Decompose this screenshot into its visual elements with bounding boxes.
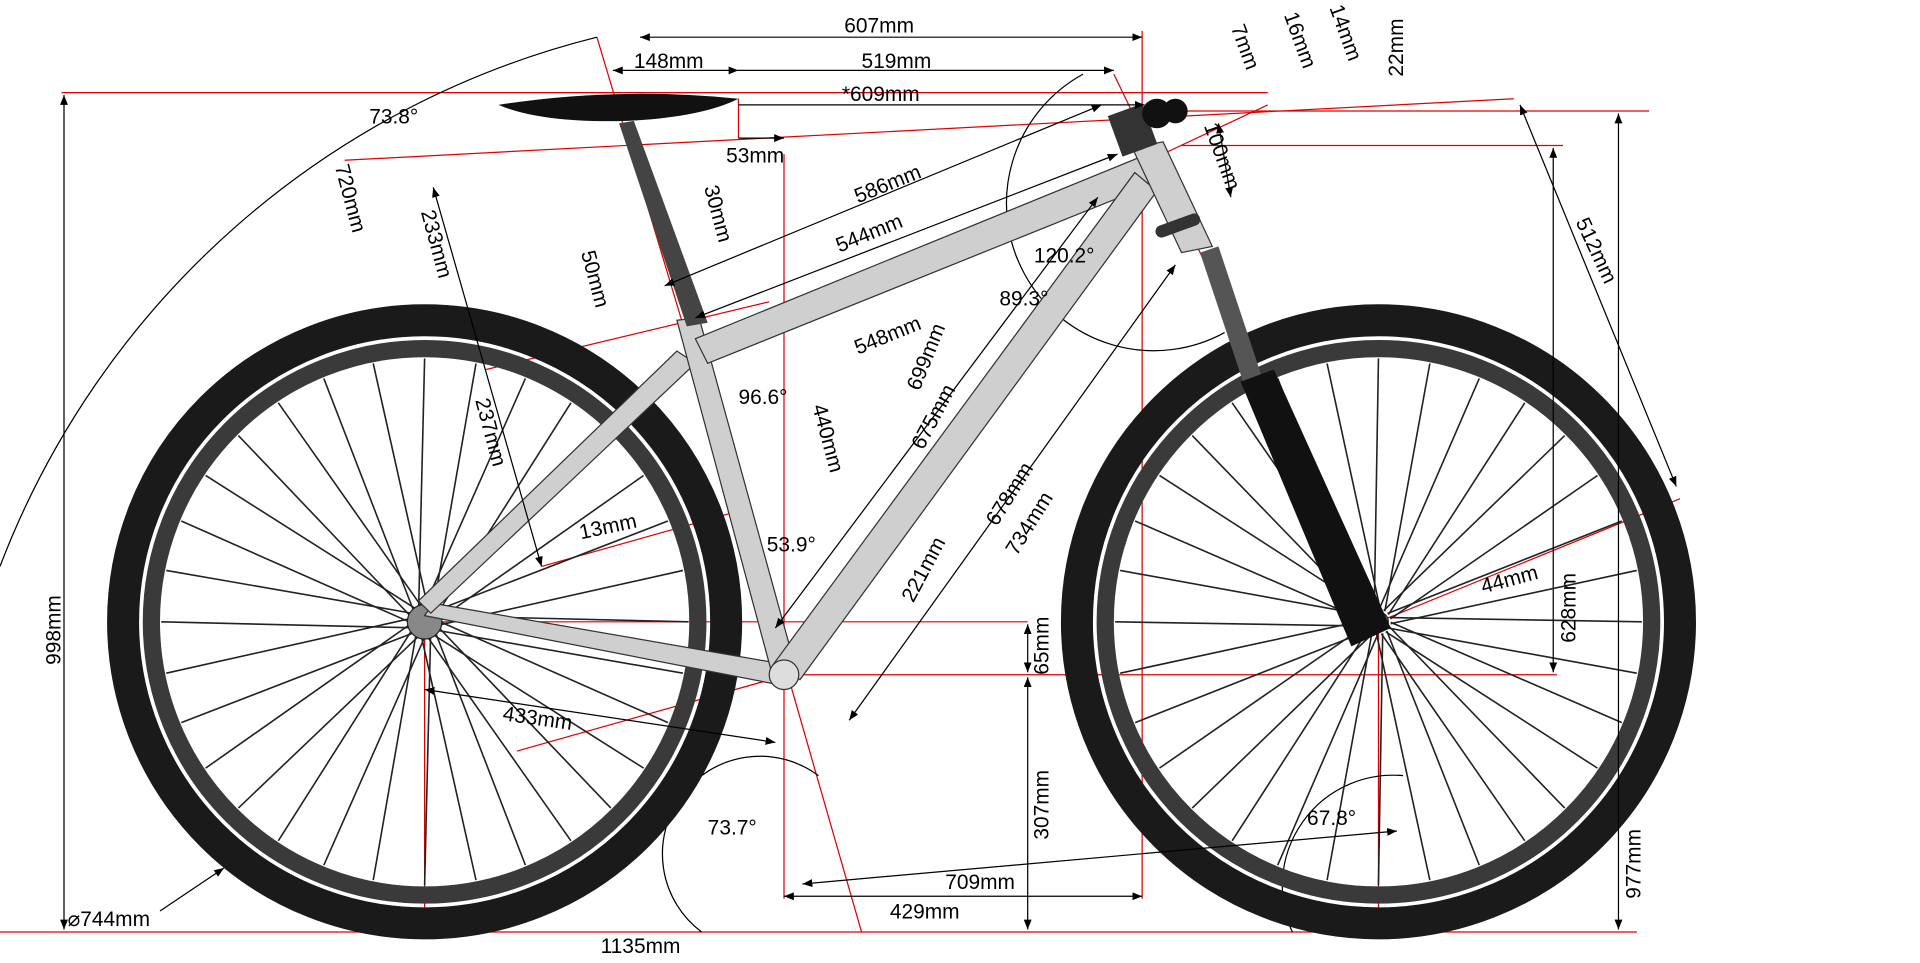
label-65: 65mm: [1031, 617, 1054, 675]
spoke: [1389, 474, 1598, 620]
spoke: [237, 636, 418, 809]
label-16: 16mm: [1279, 9, 1320, 71]
spoke: [1326, 363, 1382, 610]
spoke: [1384, 363, 1431, 612]
spoke: [1386, 630, 1480, 866]
spoke: [1388, 627, 1637, 674]
spoke: [1377, 633, 1384, 886]
label-609: *609mm: [842, 83, 920, 106]
label-548: 548mm: [851, 312, 924, 359]
label-720: 720mm: [330, 162, 370, 235]
label-89-3: 89.3°: [999, 287, 1048, 310]
label-50: 50mm: [576, 248, 613, 310]
spoke: [237, 435, 410, 616]
label-1135: 1135mm: [601, 935, 681, 958]
headset: [1155, 213, 1201, 238]
spoke: [323, 378, 414, 610]
label-433: 433mm: [501, 702, 573, 734]
label-744: ⌀744mm: [68, 908, 150, 931]
bottom-bracket: [768, 659, 800, 691]
spoke: [1373, 358, 1380, 611]
label-628: 628mm: [1557, 573, 1580, 643]
spoke: [161, 621, 409, 629]
label-120-2: 120.2°: [1034, 244, 1095, 267]
label-440: 440mm: [807, 402, 847, 475]
spoke: [1387, 520, 1623, 615]
spoke: [1383, 434, 1566, 612]
label-96-6: 96.6°: [738, 386, 787, 409]
fork-steerer: [1200, 246, 1262, 382]
label-519: 519mm: [862, 50, 932, 73]
spoke: [372, 363, 429, 605]
spoke: [205, 474, 415, 609]
spoke: [439, 629, 684, 674]
seatpost: [619, 120, 708, 327]
label-67-8: 67.8°: [1307, 807, 1356, 830]
spoke: [1115, 621, 1367, 627]
rear-wheel: [107, 304, 743, 940]
spoke: [323, 638, 425, 866]
label-22: 22mm: [1385, 18, 1408, 76]
spoke: [180, 520, 408, 622]
label-73-8: 73.8°: [369, 105, 418, 128]
spoke: [1387, 402, 1526, 615]
label-709: 709mm: [945, 871, 1015, 894]
spoke: [1276, 633, 1379, 866]
reference-lines: [0, 31, 1681, 933]
label-14: 14mm: [1325, 1, 1366, 63]
spoke: [423, 637, 432, 886]
saddle: [498, 93, 739, 122]
label-233: 233mm: [416, 207, 456, 280]
spoke: [1326, 632, 1373, 881]
dimension-arrows: [60, 33, 1677, 930]
spoke: [180, 632, 413, 724]
spoke: [372, 636, 417, 881]
spoke: [166, 618, 408, 674]
label-148: 148mm: [634, 50, 704, 73]
spoke: [1385, 631, 1598, 769]
label-429: 429mm: [890, 900, 960, 923]
label-30: 30mm: [699, 183, 736, 245]
spoke: [277, 631, 412, 842]
spoke: [1231, 628, 1370, 842]
spoke: [437, 520, 669, 611]
spoke: [1159, 624, 1367, 769]
label-512: 512mm: [1571, 214, 1621, 287]
spoke: [1390, 621, 1623, 724]
fork-leg: [1240, 369, 1391, 647]
spoke: [277, 402, 422, 606]
label-586: 586mm: [851, 161, 924, 208]
spoke: [421, 638, 477, 881]
spoke: [1375, 633, 1431, 881]
label-100: 100mm: [1199, 120, 1244, 193]
label-307: 307mm: [1031, 770, 1054, 840]
spoke: [1191, 632, 1374, 809]
label-977: 977mm: [1623, 829, 1646, 899]
label-53-9: 53.9°: [767, 534, 816, 557]
label-998: 998mm: [42, 595, 65, 665]
label-221: 221mm: [897, 533, 950, 605]
spoke: [1389, 626, 1566, 809]
spoke: [417, 358, 426, 606]
spoke: [435, 634, 527, 866]
spoke: [1380, 633, 1526, 842]
label-237: 237mm: [470, 396, 510, 469]
spoke: [1378, 378, 1480, 610]
label-7: 7mm: [1226, 21, 1264, 73]
spoke: [205, 625, 409, 769]
label-73-7: 73.7°: [708, 817, 757, 840]
spoke: [1390, 569, 1637, 625]
spoke: [1390, 616, 1642, 623]
label-607: 607mm: [844, 14, 914, 37]
label-53: 53mm: [726, 145, 784, 168]
spoke: [166, 569, 411, 614]
